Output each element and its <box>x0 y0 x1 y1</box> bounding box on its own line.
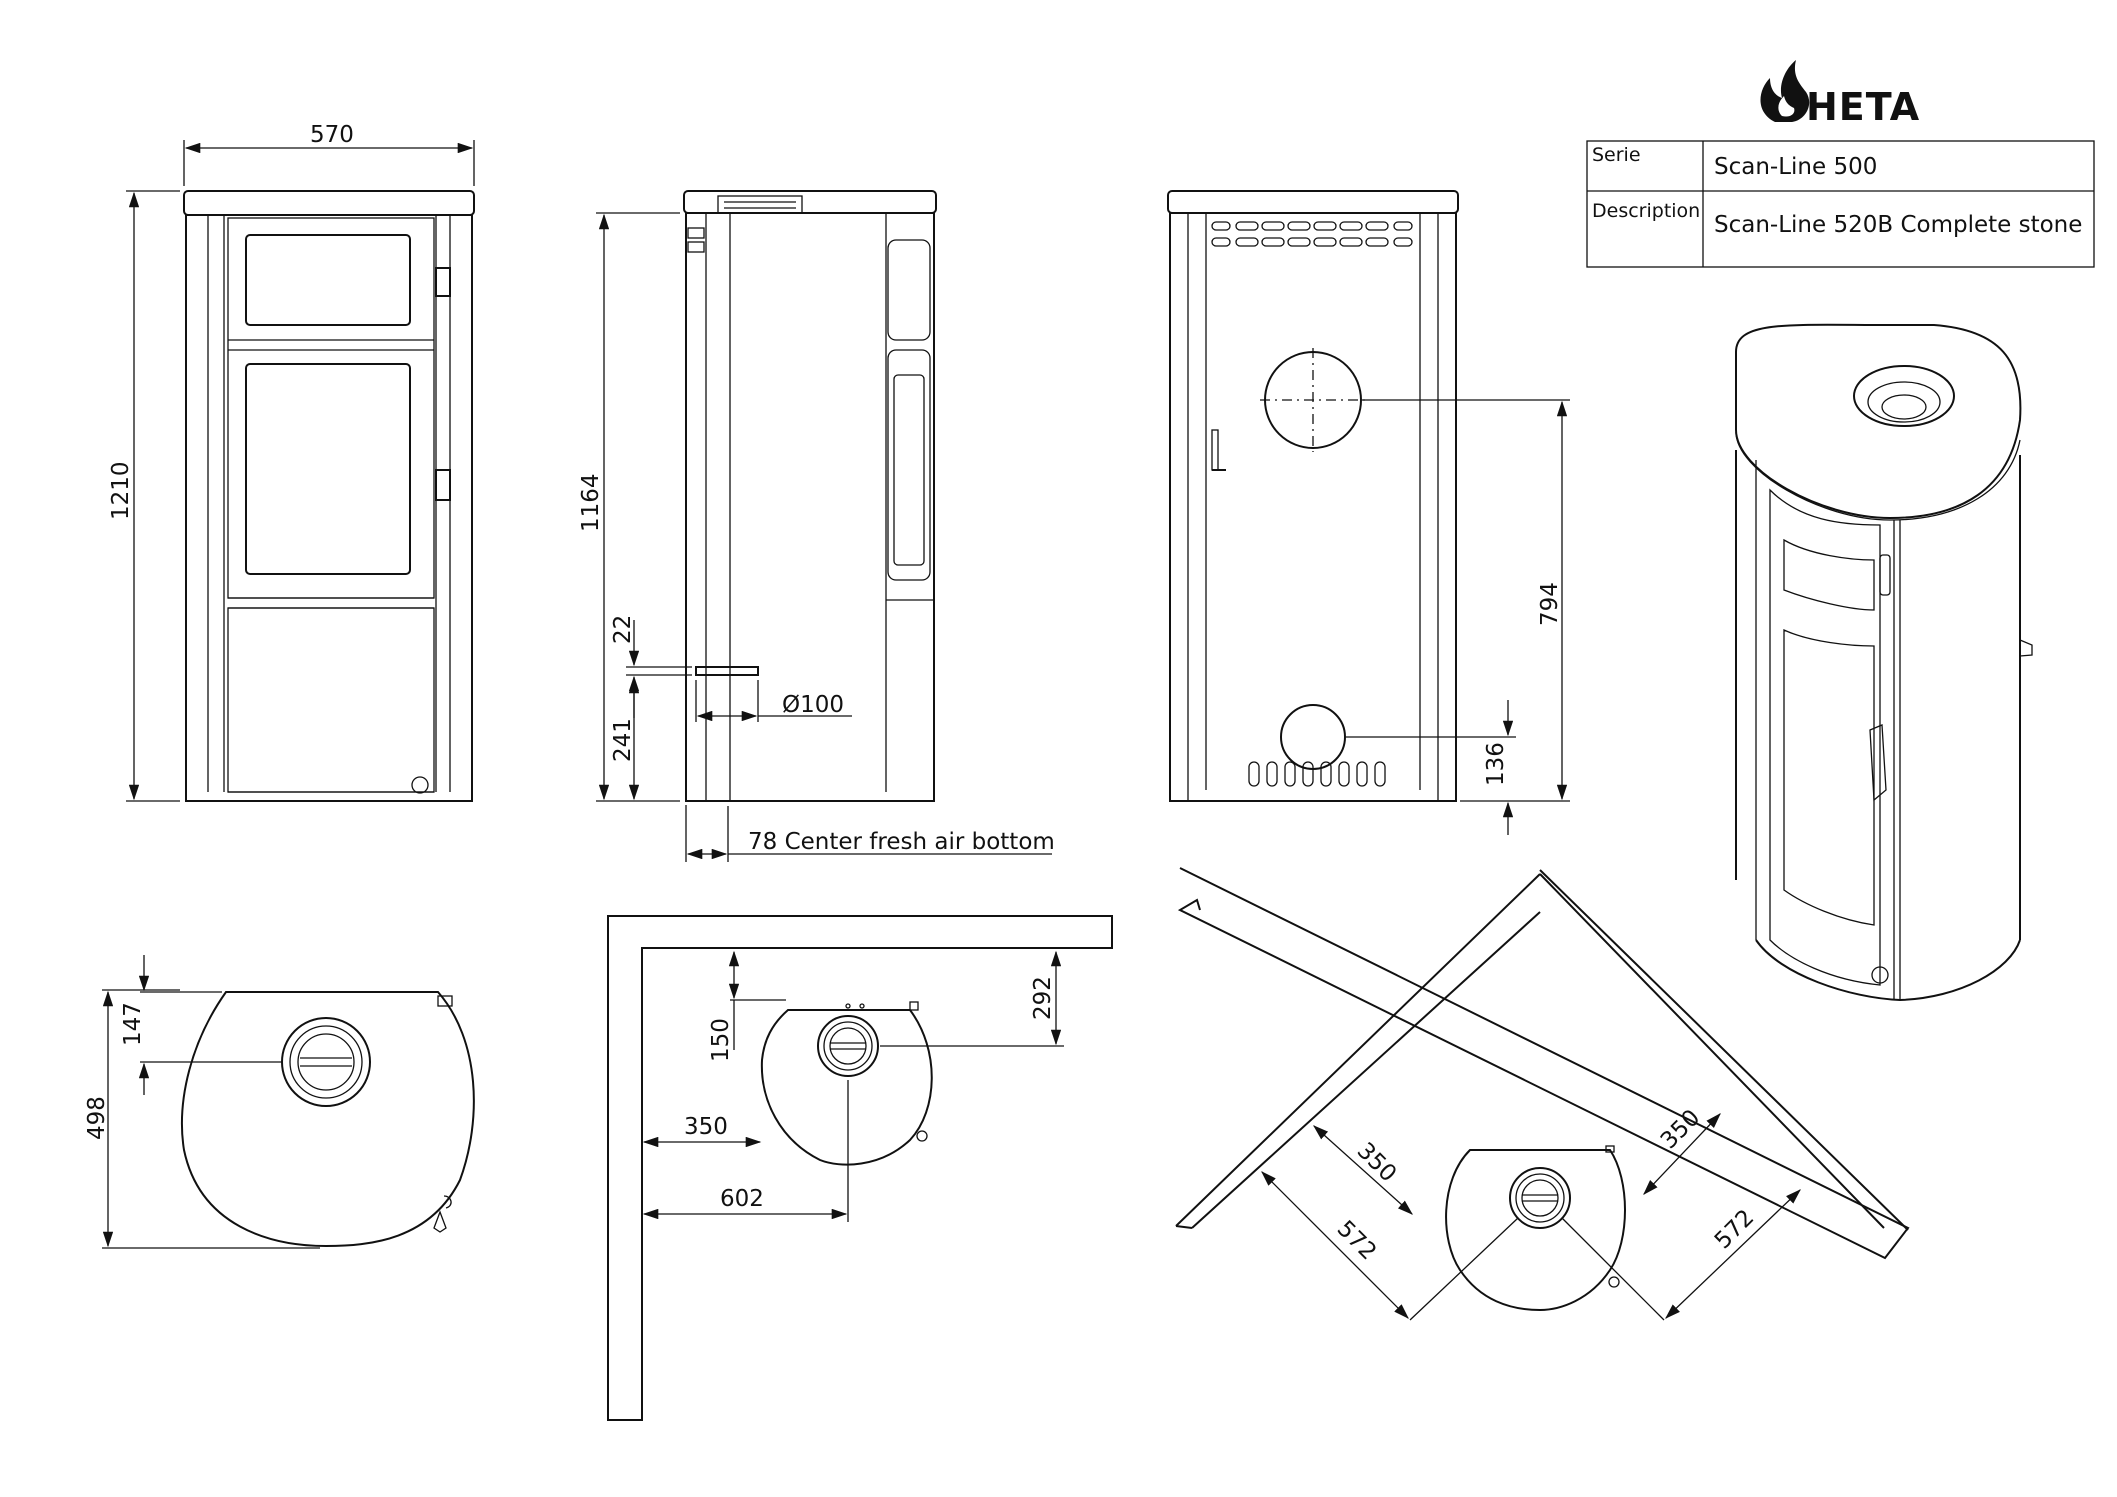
vent-slots-bottom <box>1248 761 1386 787</box>
side-view: 1164 22 241 Ø100 78 Center fresh air bot… <box>578 190 1055 862</box>
top-view: 498 147 <box>84 955 475 1249</box>
dim-flue-height: 794 <box>1537 582 1563 626</box>
dim-side-offset: 22 <box>610 615 636 644</box>
back-view: 794 136 <box>1167 190 1570 835</box>
air-inlet <box>1280 704 1346 770</box>
wall-view: 292 150 350 602 <box>607 915 1113 1421</box>
vent-slots-top <box>1211 221 1413 247</box>
dim-top-flue-offset: 147 <box>120 1002 146 1046</box>
serie-value: Scan-Line 500 <box>1714 154 1877 180</box>
flame-icon <box>1760 60 1810 122</box>
description-label: Description <box>1592 200 1700 222</box>
heta-logo: HETA <box>1760 60 1920 129</box>
dim-top-depth: 498 <box>84 1096 110 1140</box>
corner-view: 350 572 350 572 <box>1175 867 1910 1321</box>
dim-side-height: 1164 <box>578 473 604 532</box>
stove-perspective <box>1735 323 2033 1002</box>
dim-wall-side-gap: 350 <box>684 1114 728 1140</box>
dim-corner-gap-left: 350 <box>1352 1138 1401 1187</box>
dim-wall-flue-side: 602 <box>720 1186 764 1212</box>
dim-corner-gap-right: 350 <box>1656 1105 1705 1154</box>
brand-name: HETA <box>1806 85 1920 129</box>
serie-label: Serie <box>1592 144 1641 166</box>
dim-corner-flue-left: 572 <box>1332 1216 1381 1265</box>
front-view: 570 1210 <box>108 122 475 802</box>
dim-air-diameter: Ø100 <box>782 692 844 718</box>
dim-corner-flue-right: 572 <box>1710 1205 1759 1254</box>
dim-wall-rear: 150 <box>708 1018 734 1062</box>
dim-front-height: 1210 <box>108 461 134 520</box>
title-block: Serie Scan-Line 500 Description Scan-Lin… <box>1586 140 2095 268</box>
dim-wall-flue: 292 <box>1030 976 1056 1020</box>
dim-air-height: 241 <box>610 718 636 762</box>
description-value: Scan-Line 520B Complete stone <box>1714 212 2082 238</box>
dim-air-note: 78 Center fresh air bottom <box>748 829 1055 855</box>
dim-front-width: 570 <box>310 122 354 148</box>
dim-air-inlet-height: 136 <box>1483 742 1509 786</box>
